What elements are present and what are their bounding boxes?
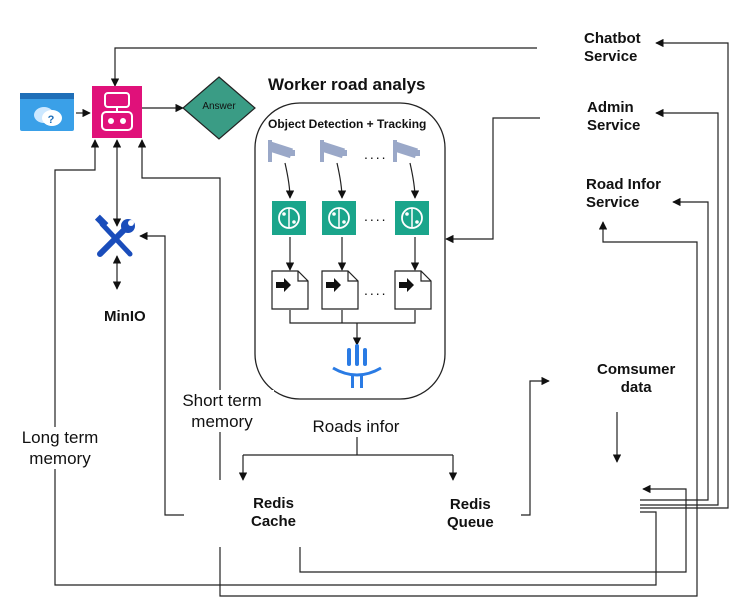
edge-cache-to-road-infor-service — [219, 221, 698, 597]
edge-db-to-road-infor-service — [640, 197, 709, 501]
cctv-camera-icon — [320, 140, 347, 162]
edge-cam3-model3 — [409, 162, 420, 199]
edge-cache-to-db — [299, 484, 687, 573]
ai-model-icon — [272, 201, 306, 235]
answer-label: Answer — [202, 101, 236, 112]
worker-subtitle: Object Detection + Tracking — [268, 117, 427, 131]
cctv-camera-icon — [268, 140, 295, 162]
answer-decision — [182, 76, 256, 140]
models-ellipsis: .... — [364, 208, 388, 224]
cctv-camera-icon — [393, 140, 420, 162]
edge-docs-merge — [289, 310, 416, 324]
edge-cam1-model1 — [284, 162, 295, 199]
document-icon — [271, 270, 309, 310]
minio-label: MinIO — [104, 308, 146, 325]
cameras-ellipsis: .... — [364, 146, 388, 162]
chatbot-icon[interactable] — [92, 86, 142, 138]
ai-model-icon — [395, 201, 429, 235]
help-chat-window-icon[interactable]: ? — [20, 93, 74, 131]
ai-model-icon — [322, 201, 356, 235]
docs-ellipsis: .... — [364, 282, 388, 298]
roads-infor-label: Roads infor — [302, 416, 410, 437]
edge-cam2-model2 — [336, 162, 347, 199]
worker-title: Worker road analys — [268, 75, 426, 94]
edge-queue-to-consumer — [521, 376, 550, 516]
edge-admin-to-worker — [445, 117, 540, 244]
connectors — [54, 38, 729, 597]
edge-chatbot-service-to-chatbot — [110, 47, 537, 87]
worker-container — [254, 102, 446, 400]
edge-short-term-memory — [137, 139, 221, 480]
document-icon — [394, 270, 432, 310]
svg-text:?: ? — [48, 114, 55, 126]
data-bus-icon — [332, 344, 382, 388]
edge-db-to-admin-service — [640, 108, 719, 506]
edge-cache-to-tools — [139, 231, 184, 516]
edge-db-to-chatbot-service — [640, 38, 729, 509]
document-icon — [321, 270, 359, 310]
edge-long-term-memory — [54, 139, 657, 586]
tools-icon[interactable] — [94, 214, 135, 257]
